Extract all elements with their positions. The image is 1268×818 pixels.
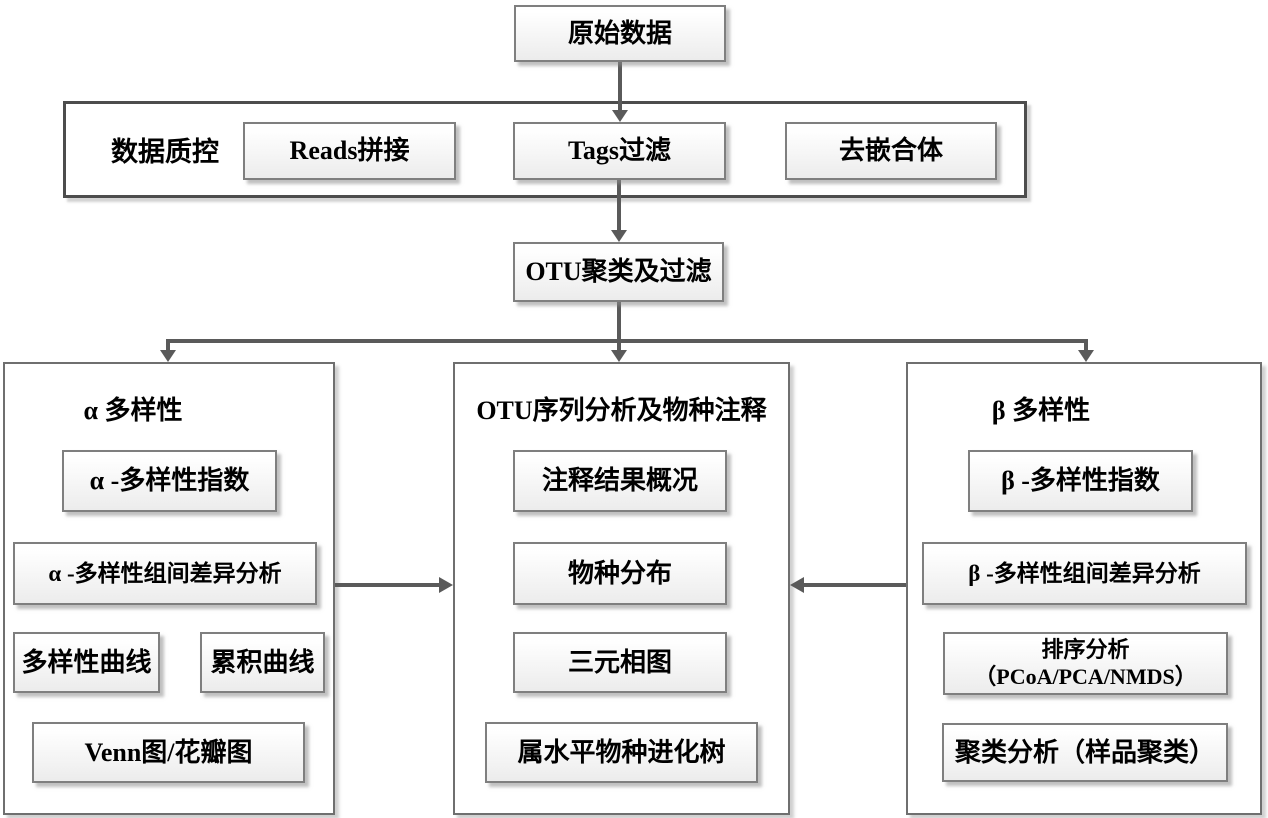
node-reads-merge: Reads拼接 (243, 122, 456, 180)
node-species-distribution: 物种分布 (513, 542, 727, 605)
node-ternary-plot: 三元相图 (513, 632, 727, 693)
node-beta-index: β -多样性指数 (968, 450, 1193, 512)
node-chimera-removal: 去嵌合体 (785, 122, 997, 180)
title-otu-annotation: OTU序列分析及物种注释 (476, 395, 767, 425)
node-ordination-analysis: 排序分析 （PCoA/PCA/NMDS） (943, 632, 1228, 695)
branch-connector (160, 302, 1094, 362)
node-beta-group-diff: β -多样性组间差异分析 (922, 542, 1247, 605)
node-raw-data: 原始数据 (514, 5, 726, 62)
node-annotation-summary: 注释结果概况 (513, 450, 727, 512)
node-genus-tree: 属水平物种进化树 (485, 722, 758, 783)
node-venn-flower: Venn图/花瓣图 (32, 722, 305, 783)
title-beta-diversity: β 多样性 (991, 395, 1091, 425)
node-otu-clustering: OTU聚类及过滤 (513, 242, 724, 302)
node-cluster-analysis: 聚类分析（样品聚类） (942, 723, 1228, 782)
title-alpha-diversity: α 多样性 (83, 395, 183, 425)
node-tags-filter: Tags过滤 (513, 122, 726, 180)
node-alpha-group-diff: α -多样性组间差异分析 (13, 542, 317, 605)
node-alpha-index: α -多样性指数 (62, 450, 277, 512)
qc-section-label: 数据质控 (111, 136, 219, 167)
arrow-beta-to-center (790, 577, 906, 593)
node-diversity-curve: 多样性曲线 (13, 632, 160, 693)
node-accumulation-curve: 累积曲线 (200, 632, 325, 693)
arrow-alpha-to-center (335, 577, 453, 593)
